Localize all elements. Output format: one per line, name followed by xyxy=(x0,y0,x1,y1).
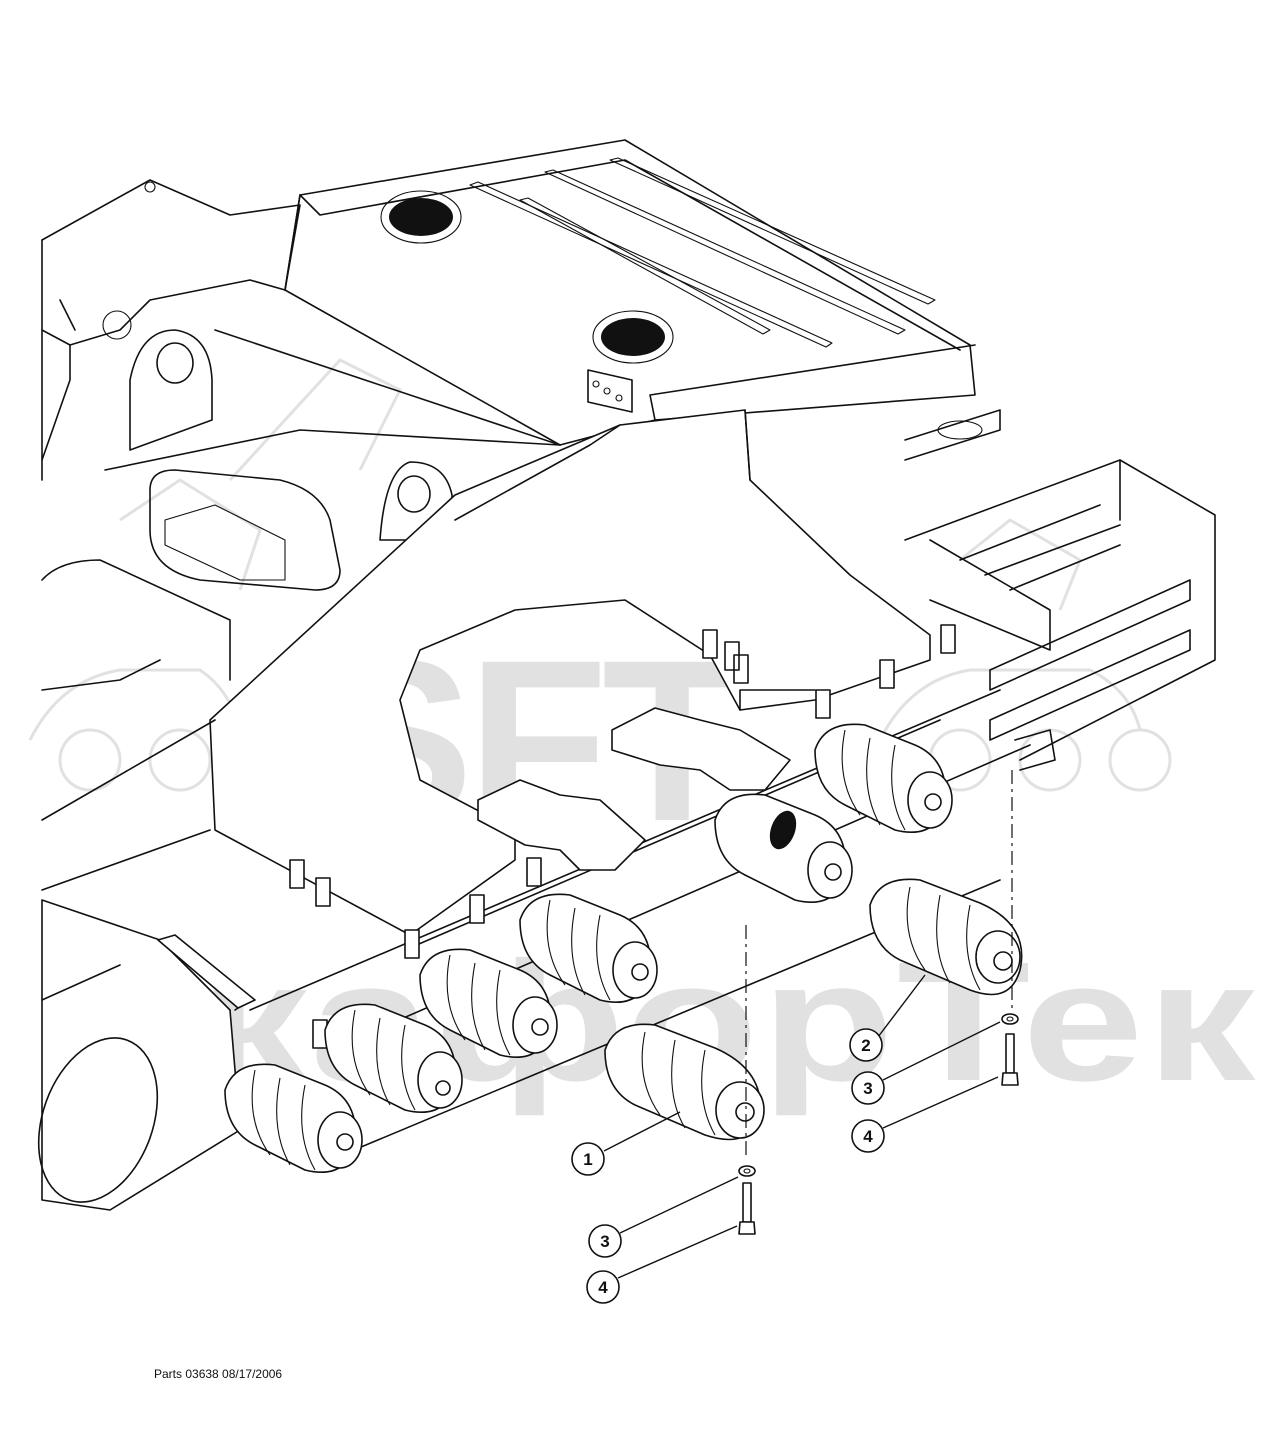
callout-4-right: 4 xyxy=(851,1119,885,1153)
roller-installed-4 xyxy=(519,893,658,1004)
watermark-excavator-right-icon xyxy=(878,518,1172,792)
svg-text:2: 2 xyxy=(861,1036,870,1055)
roller-installed-5 xyxy=(714,793,853,904)
svg-text:3: 3 xyxy=(863,1079,872,1098)
svg-text:1: 1 xyxy=(583,1150,592,1169)
carbody-frame xyxy=(37,139,1216,1211)
parts-reference-footer: Parts 03638 08/17/2006 xyxy=(154,1367,283,1381)
callout-1: 1 xyxy=(571,1142,605,1176)
svg-text:4: 4 xyxy=(863,1127,873,1146)
exploded-parts xyxy=(604,770,1023,1235)
svg-text:4: 4 xyxy=(598,1278,608,1297)
callout-4-left: 4 xyxy=(586,1270,620,1304)
part-1-track-roller xyxy=(604,1023,765,1141)
callout-3-left: 3 xyxy=(588,1224,622,1258)
bolt-right xyxy=(1001,1033,1019,1086)
callout-3-right: 3 xyxy=(851,1071,885,1105)
roller-installed-2 xyxy=(324,1003,463,1114)
svg-text:3: 3 xyxy=(600,1232,609,1251)
watermark-excavator-left-icon xyxy=(28,358,403,792)
washer-right xyxy=(1001,1013,1019,1025)
callouts: 1 2 3 4 3 4 xyxy=(571,974,1001,1304)
deck-cover-top-icon xyxy=(389,198,453,236)
callout-2: 2 xyxy=(849,1028,883,1062)
roller-installed-6 xyxy=(814,723,953,834)
part-2-track-roller xyxy=(869,878,1023,996)
mounting-bolt-heads xyxy=(289,624,956,1049)
bolt-left xyxy=(738,1182,756,1235)
washer-left xyxy=(738,1165,756,1177)
roller-installed-3 xyxy=(419,948,558,1059)
deck-cover-bottom-icon xyxy=(601,318,665,356)
installed-track-rollers xyxy=(224,723,953,1174)
roller-installed-1 xyxy=(224,1063,363,1174)
